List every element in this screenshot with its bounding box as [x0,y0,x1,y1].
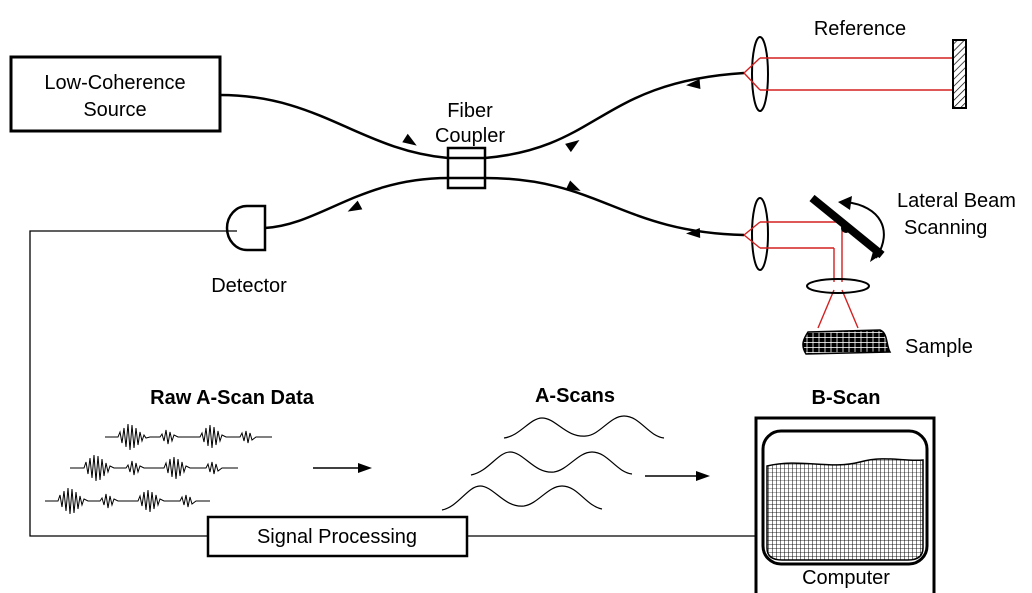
arrow-from-sample [686,228,701,238]
raw-waveform-2 [70,454,238,482]
lateral-label-line2: Scanning [904,217,987,239]
coupler-label-line2: Coupler [435,125,505,147]
ascans: A-Scans [441,385,665,511]
raw-waveform-3 [45,487,210,515]
lateral-label-line1: Lateral Beam [897,190,1016,212]
fiber-source-to-coupler [219,93,449,160]
scan-arrow-head-top [838,196,852,210]
sample-beam [743,221,859,329]
signal-wires [29,230,759,537]
raw-waveforms [45,423,272,515]
detector: Detector [211,204,287,297]
scan-rotation-arrow [845,201,885,259]
arrow-to-reference [565,139,580,153]
detector-label: Detector [211,275,287,297]
source-label-line2: Source [83,99,146,121]
reference-lens [751,36,769,112]
sample-label: Sample [905,336,973,358]
ascans-label: A-Scans [535,385,615,407]
signal-processing: Signal Processing [206,515,469,558]
coupler-label-line1: Fiber [447,100,493,122]
fiber-coupler-to-reference [484,71,745,160]
arrow-raw-to-ascans [358,463,372,473]
arrow-ascans-to-bscan [696,471,710,481]
fiber-coupler-to-sample [484,176,745,237]
fiber-arrows [347,79,701,238]
raw-waveform-1 [105,423,272,451]
arrow-to-detector [347,200,363,212]
sample-lens [751,197,769,271]
bscan-label: B-Scan [812,387,881,409]
computer-label: Computer [802,567,890,589]
signal-processing-label: Signal Processing [257,526,417,548]
reference-arm: Reference [743,18,967,112]
sample-tissue [802,329,892,355]
sample-arm: Lateral Beam Scanning Sample [743,190,1016,358]
scan-arrow-head-bottom [870,248,882,262]
wire-detector-to-processing [29,230,237,537]
reference-beam [743,57,953,91]
raw-ascan-data: Raw A-Scan Data [45,387,315,515]
computer: B-Scan Computer [754,387,936,593]
reference-label: Reference [814,18,906,40]
ascan-curve-1 [503,415,665,439]
processing-flow-arrows [313,463,710,481]
arrow-from-reference [686,79,701,89]
fiber-coupler: Fiber Coupler [435,100,505,190]
arrow-to-sample [565,180,581,191]
raw-ascan-label: Raw A-Scan Data [150,387,315,409]
scanning-mirror-pivot [841,223,851,233]
ascan-curves [441,415,665,511]
fiber-coupler-to-detector [264,176,449,230]
focusing-lens [806,278,870,294]
low-coherence-source: Low-Coherence Source [9,55,222,133]
bscan-dense-layer [767,492,923,560]
reference-mirror [952,39,967,109]
ascan-curve-2 [470,451,633,476]
source-label-line1: Low-Coherence [44,72,185,94]
ascan-curve-3 [441,485,603,511]
arrow-to-coupler [402,133,417,146]
optical-fibers [219,71,745,237]
